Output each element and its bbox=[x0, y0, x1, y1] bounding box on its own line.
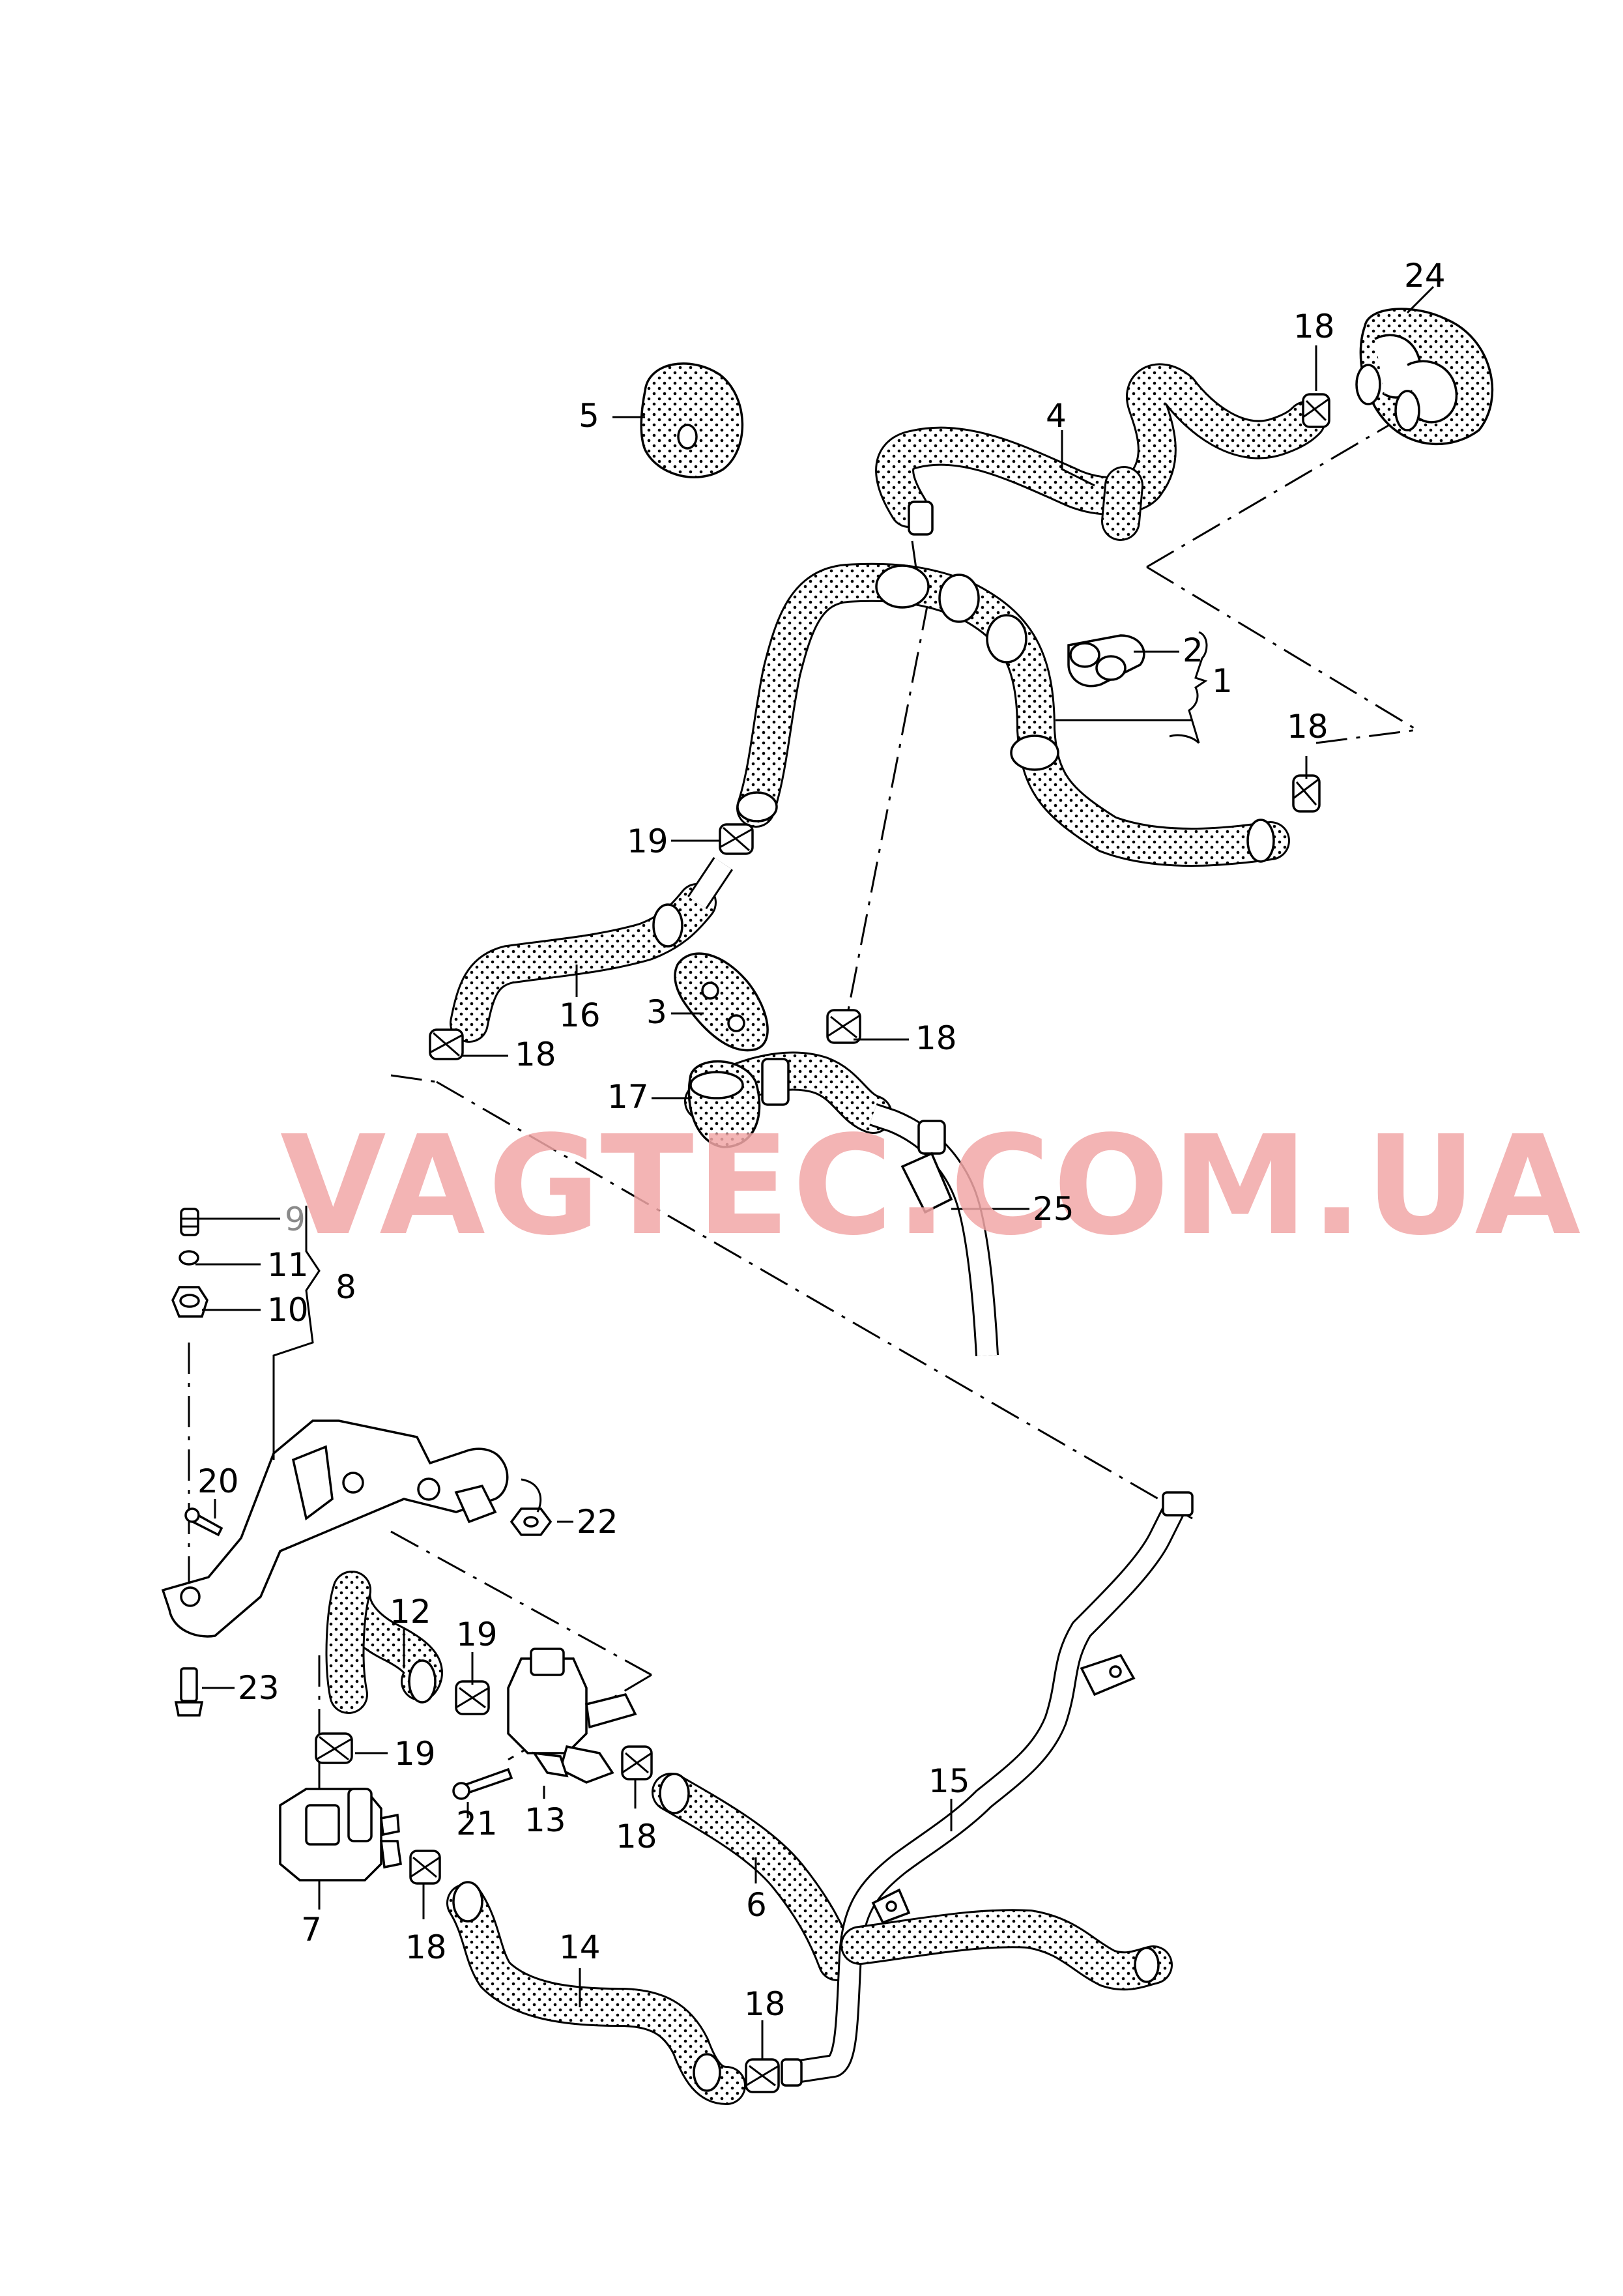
callout-19-a: 19 bbox=[627, 822, 668, 860]
hose-clamp-part-18-center bbox=[826, 1009, 861, 1044]
callout-24: 24 bbox=[1404, 257, 1446, 295]
hose-clamp-part-19-upper bbox=[455, 1680, 490, 1715]
callout-23: 23 bbox=[238, 1669, 280, 1707]
callout-16: 16 bbox=[559, 996, 601, 1034]
callout-7: 7 bbox=[301, 1911, 322, 1949]
callout-12: 12 bbox=[390, 1593, 431, 1631]
bolt-part-23 bbox=[174, 1667, 204, 1717]
callout-13: 13 bbox=[524, 1801, 566, 1839]
hose-clamp-part-18-pump bbox=[409, 1850, 441, 1885]
hose-part-17 bbox=[684, 1051, 893, 1148]
callout-1: 1 bbox=[1212, 662, 1233, 700]
callout-8: 8 bbox=[336, 1268, 356, 1306]
pump-part-7 bbox=[279, 1788, 402, 1882]
bracket-part-8 bbox=[161, 1419, 509, 1638]
callout-6: 6 bbox=[746, 1886, 767, 1924]
callout-19-b: 19 bbox=[456, 1616, 498, 1653]
hose-clamp-part-18-top bbox=[1302, 393, 1330, 428]
pipe-part-15 bbox=[781, 1491, 1194, 2087]
callout-18-a: 18 bbox=[1293, 308, 1335, 345]
callout-18-f: 18 bbox=[405, 1928, 447, 1966]
grommet-part-5 bbox=[640, 362, 744, 478]
callout-15: 15 bbox=[928, 1762, 970, 1800]
bolt-part-9 bbox=[180, 1208, 199, 1236]
callout-14: 14 bbox=[559, 1928, 601, 1966]
callout-11: 11 bbox=[267, 1246, 309, 1284]
callout-22: 22 bbox=[577, 1503, 618, 1541]
callout-4: 4 bbox=[1046, 397, 1067, 435]
callout-18-e: 18 bbox=[616, 1818, 657, 1855]
hose-clamp-part-18-bottom bbox=[745, 2058, 780, 2093]
callout-21: 21 bbox=[456, 1805, 498, 1842]
bolt-part-20 bbox=[184, 1507, 223, 1537]
grommet-part-24 bbox=[1355, 308, 1493, 446]
hose-lower-right bbox=[840, 1909, 1173, 1991]
pipe-part-25 bbox=[869, 1103, 999, 1356]
hose-part-6 bbox=[652, 1773, 857, 1981]
callout-17: 17 bbox=[607, 1078, 649, 1116]
valve-part-13 bbox=[507, 1648, 637, 1784]
bolt-part-21 bbox=[452, 1767, 513, 1800]
callout-5: 5 bbox=[579, 397, 599, 435]
washer-part-11 bbox=[179, 1250, 199, 1266]
leader-lines bbox=[195, 285, 1435, 2059]
watermark: VAGTEC.COM.UA bbox=[280, 1106, 1583, 1266]
callout-19-c: 19 bbox=[394, 1735, 436, 1773]
hose-part-1 bbox=[736, 562, 1290, 867]
callout-20: 20 bbox=[197, 1462, 239, 1500]
callout-3: 3 bbox=[646, 993, 667, 1031]
callout-18-c: 18 bbox=[915, 1019, 957, 1057]
callout-labels: 1 2 3 4 5 6 7 8 9 10 11 12 13 14 15 16 1… bbox=[197, 257, 1446, 2023]
hose-clamp-part-18-right bbox=[1292, 774, 1321, 813]
callout-10: 10 bbox=[267, 1291, 309, 1329]
callout-18-g: 18 bbox=[744, 1985, 786, 2023]
hose-part-12 bbox=[325, 1571, 443, 1714]
callout-18-d: 18 bbox=[515, 1036, 556, 1073]
hose-clamp-part-18-left bbox=[429, 1028, 464, 1060]
hose-clamp-part-19-top bbox=[719, 823, 754, 855]
nut-part-22 bbox=[510, 1507, 553, 1536]
callout-25: 25 bbox=[1033, 1190, 1074, 1228]
nut-part-10 bbox=[171, 1286, 208, 1318]
callout-18-b: 18 bbox=[1287, 708, 1329, 746]
hose-part-16 bbox=[450, 857, 733, 1043]
callout-2: 2 bbox=[1183, 632, 1203, 669]
hose-part-14 bbox=[446, 1881, 746, 2105]
hose-clamp-part-18-valve bbox=[621, 1745, 653, 1780]
hose-clamp-part-19-lower bbox=[315, 1732, 353, 1764]
clip-part-2 bbox=[1067, 634, 1145, 688]
hose-part-4 bbox=[875, 363, 1326, 541]
callout-9: 9 bbox=[285, 1200, 306, 1238]
holder-part-3 bbox=[674, 952, 769, 1052]
